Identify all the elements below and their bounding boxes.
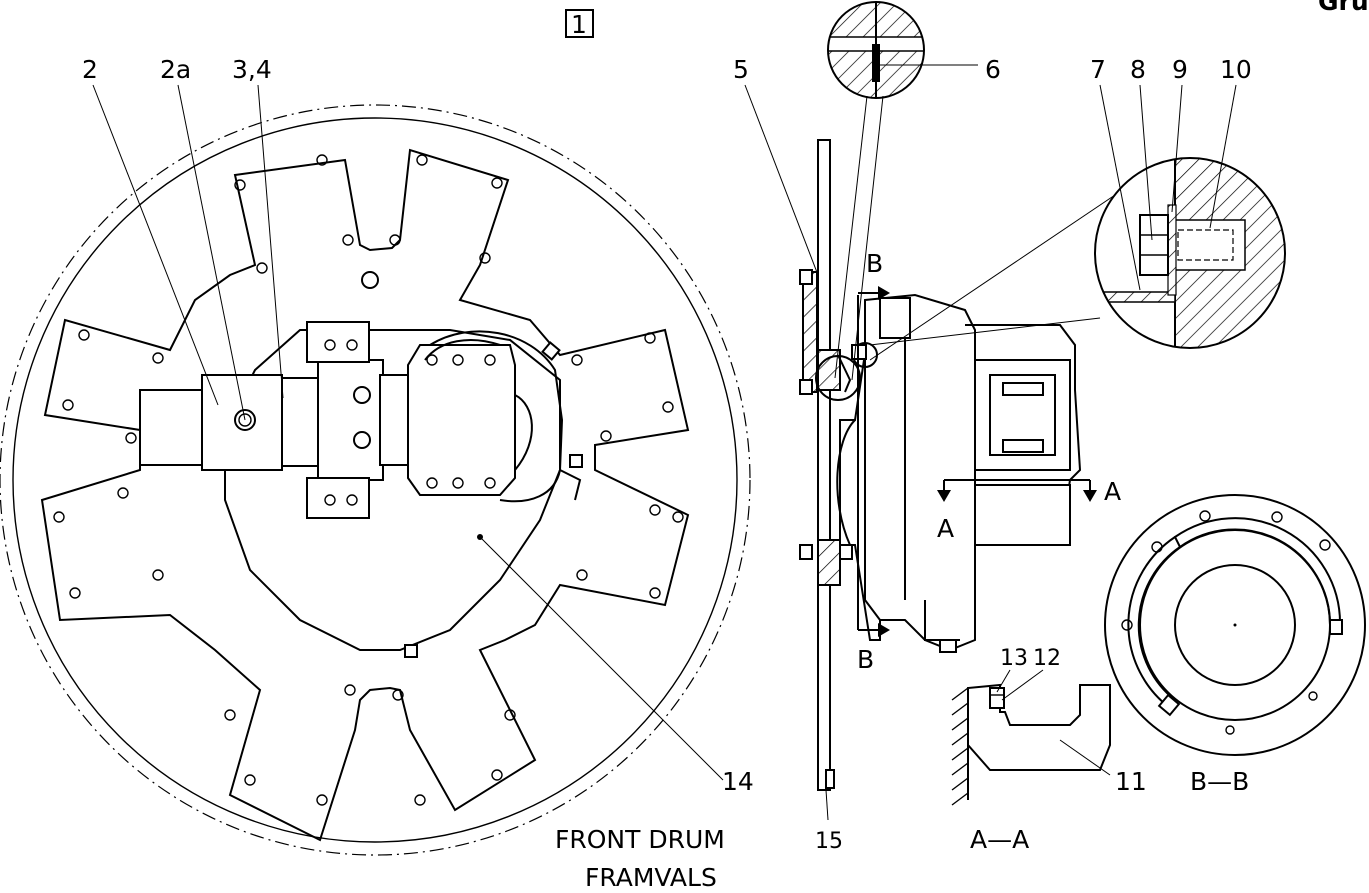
coupling	[281, 377, 323, 467]
bb-outer	[1104, 494, 1366, 756]
detail-6	[827, 1, 925, 381]
drum-outer-circle	[0, 104, 751, 856]
leader-15	[825, 789, 829, 821]
view-number-box	[565, 9, 594, 38]
leaders-7-10	[1099, 84, 1237, 291]
drive-assembly	[139, 321, 583, 658]
part-2a-port	[234, 409, 256, 431]
label-13: 13	[1000, 646, 1028, 671]
label-15: 15	[815, 829, 843, 854]
leader-5	[744, 84, 819, 276]
bracket-11	[967, 683, 1111, 771]
drum-plate-side	[817, 139, 831, 791]
caption-framvals: FRAMVALS	[585, 863, 717, 892]
label-11: 11	[1115, 767, 1147, 796]
gearbox-flange	[379, 374, 409, 466]
label-7: 7	[1090, 55, 1106, 84]
leaders-11-13	[996, 669, 1111, 776]
bb-arc-segment	[1173, 517, 1342, 626]
motor-body	[201, 374, 283, 471]
mount-bracket-top	[306, 321, 370, 363]
label-9: 9	[1172, 55, 1188, 84]
label-12: 12	[1033, 646, 1061, 671]
label-2a: 2a	[160, 55, 191, 84]
label-6: 6	[985, 55, 1001, 84]
section-mark-b-bottom: B	[857, 645, 874, 674]
caption-front-drum: FRONT DRUM	[555, 825, 725, 854]
section-bb-view	[1104, 494, 1366, 756]
section-mark-b-top: B	[866, 249, 883, 278]
section-mark-a-right: A	[1104, 477, 1121, 506]
plate-bolt-holes	[53, 154, 684, 806]
drum-inner-circle	[12, 117, 738, 843]
section-aa-view	[951, 683, 1111, 806]
mount-bracket-bottom	[306, 477, 370, 519]
front-leaders	[92, 84, 724, 781]
gear-housing-side	[864, 293, 976, 652]
label-10: 10	[1220, 55, 1252, 84]
corner-text: Grupp	[1318, 0, 1369, 16]
view-number: 1	[571, 10, 587, 39]
plate-flange-top	[802, 271, 818, 393]
label-3-4: 3,4	[232, 55, 272, 84]
section-mark-a-left: A	[937, 514, 954, 543]
label-5: 5	[733, 55, 749, 84]
bolt-12-13	[989, 687, 1005, 709]
side-view	[799, 139, 1082, 791]
label-14: 14	[722, 767, 754, 796]
label-2: 2	[82, 55, 98, 84]
detail-7-10	[869, 157, 1286, 361]
front-view	[0, 104, 751, 856]
gearbox-block	[317, 359, 384, 481]
section-bb-caption: B—B	[1190, 767, 1249, 796]
section-aa-caption: A—A	[970, 825, 1029, 854]
section-marks-a	[937, 479, 1097, 502]
motor-end-cap	[139, 389, 206, 466]
label-8: 8	[1130, 55, 1146, 84]
plate-flange-bottom	[817, 539, 841, 586]
brake-housing	[407, 344, 516, 496]
